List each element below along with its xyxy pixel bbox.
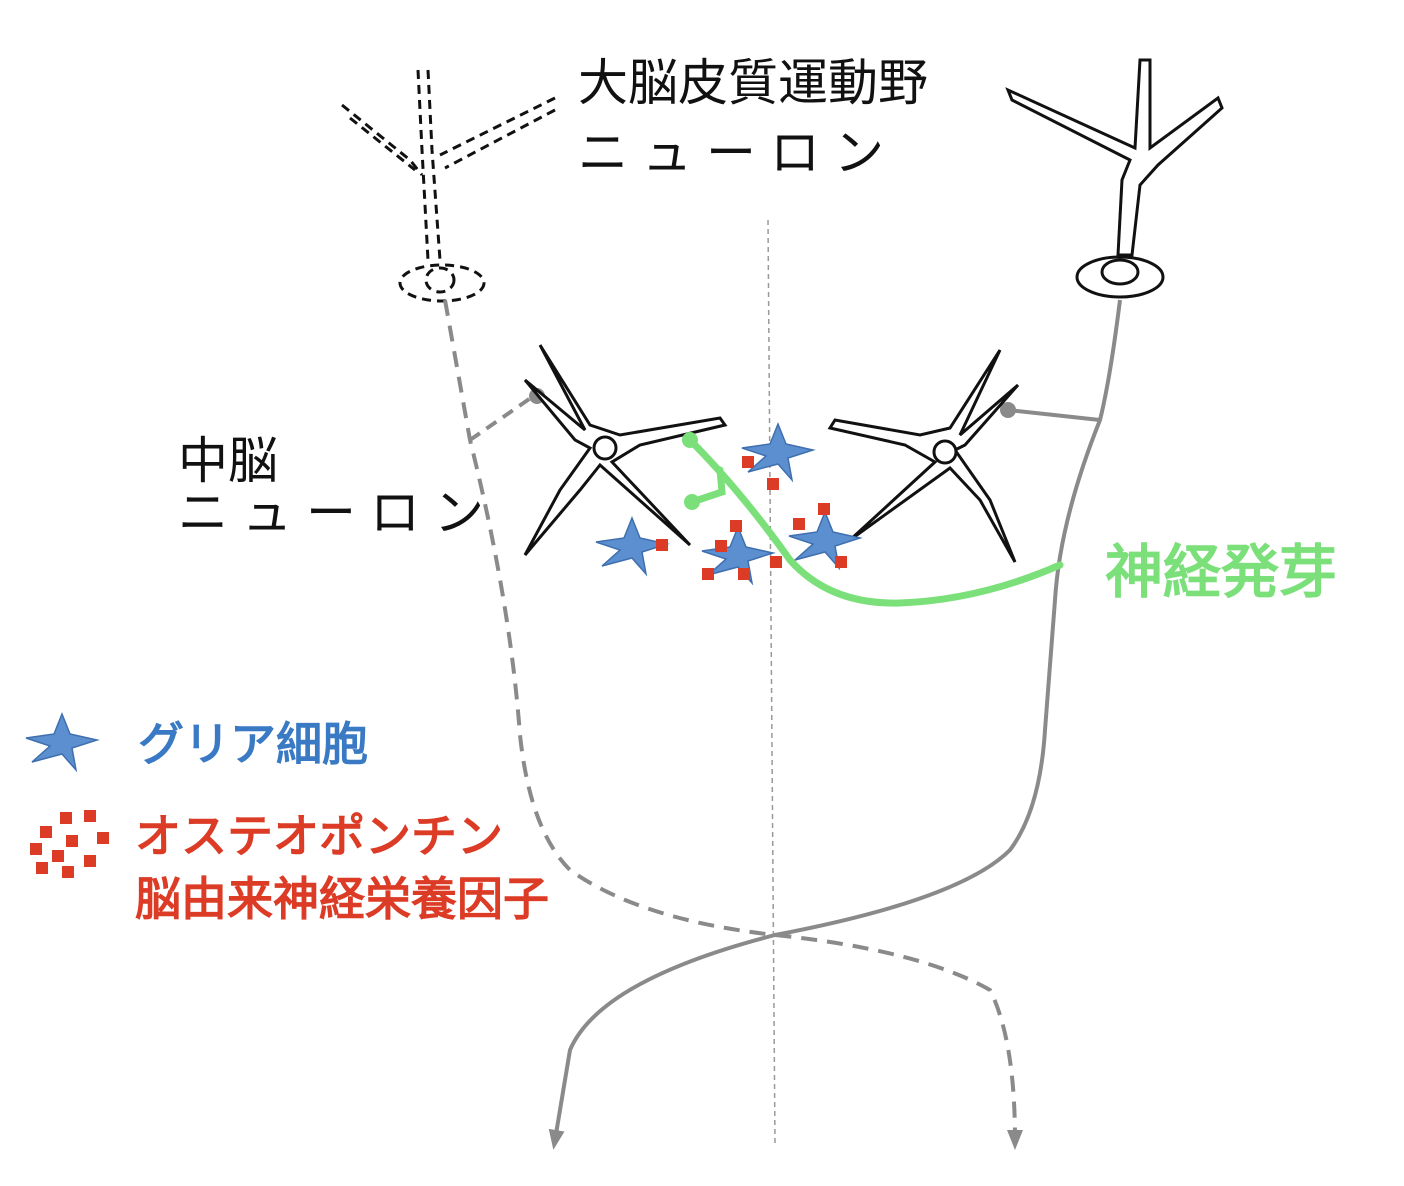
lesioned-axon	[443, 299, 1023, 1150]
legend-factor-label-1: オステオポンチン	[135, 809, 503, 863]
legend-glia-label: グリア細胞	[138, 717, 368, 771]
cortical-neuron-intact	[1005, 58, 1224, 299]
legend-factor-icon	[30, 810, 109, 878]
midbrain-neuron-label: ニューロン	[178, 484, 498, 542]
midbrain-label: 中脳	[178, 432, 278, 490]
factor-squares	[656, 456, 847, 580]
cortex-neuron-label: ニューロン	[578, 124, 898, 182]
cortex-label: 大脳皮質運動野	[578, 54, 928, 112]
legend-glia-icon	[25, 713, 98, 771]
intact-collateral	[1007, 408, 1101, 422]
glia-cell	[741, 423, 814, 481]
midbrain-neuron-right	[827, 349, 1020, 563]
midline	[767, 219, 776, 1146]
cortical-neuron-lesioned	[341, 69, 556, 303]
intact-axon	[548, 299, 1122, 1150]
midbrain-neuron-left	[523, 344, 728, 556]
lesioned-collateral	[468, 393, 537, 442]
sprouting-label: 神経発芽	[1105, 538, 1337, 606]
legend-factor-label-2: 脳由来神経栄養因子	[135, 872, 549, 926]
nerve-sprout	[686, 436, 1064, 607]
